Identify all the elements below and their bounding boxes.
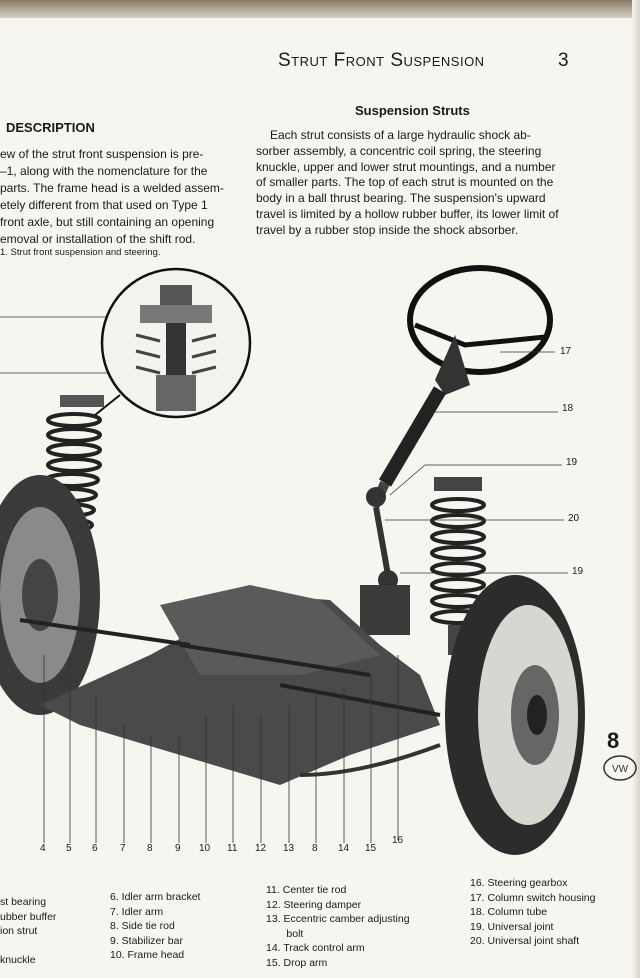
- legend-col-3: 11. Center tie rod 12. Steering damper 1…: [266, 883, 410, 970]
- legend-col-2: 6. Idler arm bracket 7. Idler arm 8. Sid…: [110, 890, 200, 963]
- callout-8: 8: [147, 843, 153, 854]
- callout-7: 7: [120, 843, 126, 854]
- callout-20: 20: [568, 513, 580, 524]
- right-paragraph: Each strut consists of a large hydraulic…: [256, 128, 581, 239]
- vw-logo-icon: VW: [603, 755, 637, 781]
- callout-8b: 8: [312, 843, 318, 854]
- callout-15: 15: [365, 843, 377, 854]
- callout-9: 9: [175, 843, 181, 854]
- steering-wheel: [407, 265, 553, 375]
- callout-18: 18: [562, 403, 574, 414]
- legend-item: 8. Side tie rod: [110, 920, 175, 932]
- suspension-illustration: [0, 265, 585, 855]
- right-line: travel by a rubber stop inside the shock…: [256, 222, 519, 237]
- suspension-struts-heading: Suspension Struts: [355, 103, 470, 118]
- callout-5: 5: [66, 843, 72, 854]
- callout-4: 4: [40, 843, 46, 854]
- left-line: etely different from that used on Type 1: [0, 198, 208, 212]
- callout-17: 17: [560, 346, 572, 357]
- callout-10: 10: [199, 843, 211, 854]
- legend-item: 16. Steering gearbox: [470, 877, 568, 889]
- callout-13: 13: [283, 843, 295, 854]
- legend-col-1: st bearing ubber buffer ion strut knuckl…: [0, 895, 56, 967]
- callout-19: 19: [566, 457, 578, 468]
- callout-19b: 19: [572, 566, 584, 577]
- vw-logo-text: VW: [612, 764, 629, 775]
- right-line: Each strut consists of a large hydraulic…: [270, 128, 531, 142]
- callout-12: 12: [255, 843, 267, 854]
- page-top-shadow: [0, 0, 640, 18]
- chapter-badge: 8: [607, 728, 620, 753]
- callout-16: 16: [392, 835, 404, 846]
- page-number: 3: [558, 50, 570, 71]
- legend-item: 14. Track control arm: [266, 942, 365, 954]
- left-line: ew of the strut front suspension is pre-: [0, 147, 204, 161]
- legend-item: knuckle: [0, 953, 36, 966]
- legend-item: ubber buffer: [0, 910, 57, 923]
- left-line: parts. The frame head is a welded assem-: [0, 181, 224, 195]
- page-header: Strut Front Suspension 3: [278, 50, 569, 72]
- legend-item: 20. Universal joint shaft: [470, 935, 580, 947]
- legend-item: 12. Steering damper: [266, 898, 362, 911]
- left-line: emoval or installation of the shift rod.: [0, 232, 196, 246]
- right-line: travel is limited by a hollow rubber buf…: [256, 206, 559, 221]
- left-line: –1, along with the nomenclature for the: [0, 164, 208, 178]
- left-line: front axle, but still containing an open…: [0, 215, 215, 229]
- legend-item: 19. Universal joint: [470, 920, 554, 933]
- legend-item: 18. Column tube: [470, 906, 548, 918]
- right-line: of smaller parts. The top of each strut …: [256, 175, 554, 190]
- legend-item: bolt: [266, 927, 304, 940]
- legend-item: 10. Frame head: [110, 949, 185, 961]
- legend-item: 7. Idler arm: [110, 905, 164, 918]
- right-line: knuckle, upper and lower strut mountings…: [256, 159, 556, 174]
- figure-caption: 1. Strut front suspension and steering.: [0, 247, 161, 258]
- page-edge-shadow: [632, 0, 640, 978]
- legend-item: ion strut: [0, 925, 38, 937]
- legend-item: 11. Center tie rod: [266, 884, 347, 896]
- legend-item: 17. Column switch housing: [470, 891, 596, 904]
- legend-item: 6. Idler arm bracket: [110, 891, 201, 903]
- legend-col-4: 16. Steering gearbox 17. Column switch h…: [470, 876, 595, 949]
- legend-item: 13. Eccentric camber adjusting: [266, 913, 410, 925]
- legend-item: 9. Stabilizer bar: [110, 934, 183, 947]
- section-title: Description: [6, 120, 95, 135]
- right-line: body in a ball thrust bearing. The suspe…: [256, 191, 546, 206]
- legend-item: [0, 939, 56, 953]
- legend-item: st bearing: [0, 896, 47, 908]
- callout-11: 11: [227, 843, 238, 854]
- legend-item: 15. Drop arm: [266, 956, 328, 969]
- header-title: Strut Front Suspension: [278, 50, 485, 71]
- right-line: sorber assembly, a concentric coil sprin…: [256, 143, 542, 158]
- callout-14: 14: [338, 843, 350, 854]
- callout-6: 6: [92, 843, 98, 854]
- left-paragraph: ew of the strut front suspension is pre-…: [0, 146, 228, 248]
